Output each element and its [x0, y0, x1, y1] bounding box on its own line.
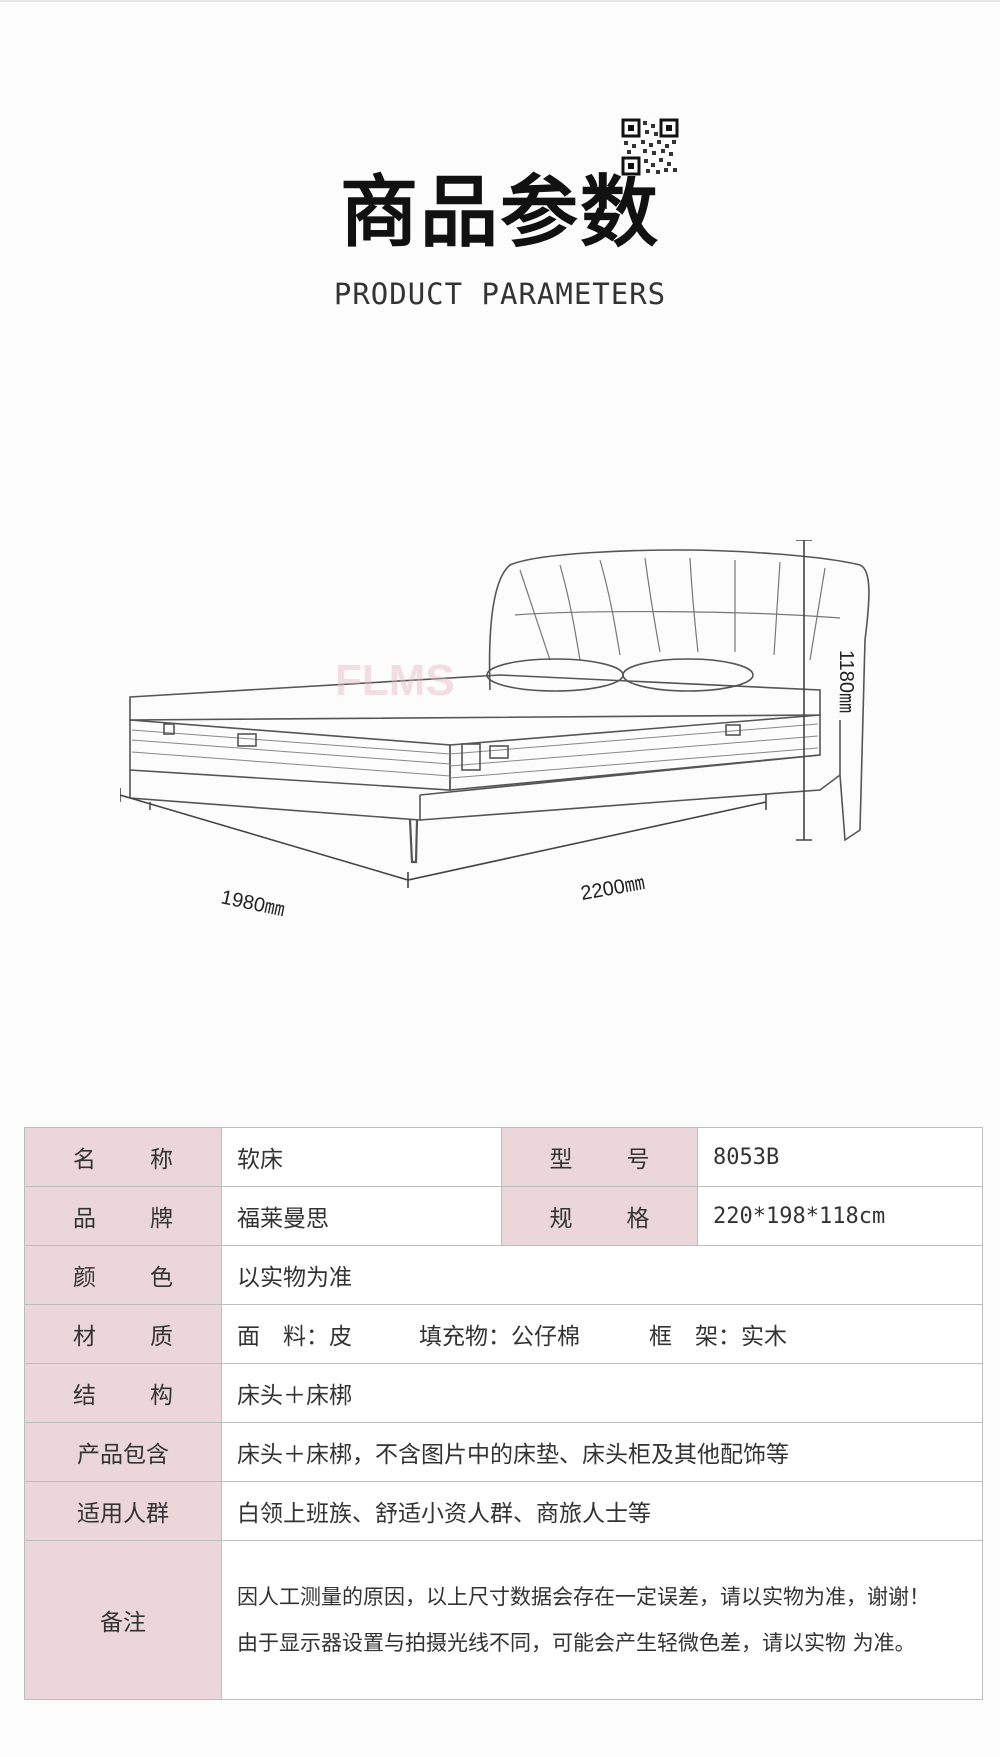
structure-value: 床头＋床梆 — [221, 1363, 983, 1423]
page-title: 商品参数 — [339, 168, 660, 258]
mattress-top — [129, 674, 821, 721]
product-parameters-table: 名称 软床 型号 8053B 品牌 福莱曼思 规格 220*198*118cm … — [24, 1127, 983, 1700]
notes-label: 备注 — [24, 1540, 222, 1700]
material-face: 面 料：皮 — [237, 1324, 352, 1350]
headboard — [488, 549, 870, 842]
bed-leg — [408, 819, 419, 864]
model-value: 8053B — [697, 1127, 983, 1187]
notes-line-2: 由于显示器设置与拍摄光线不同，可能会产生轻微色差，请以实物 为准。 — [237, 1631, 916, 1655]
watermark-text: FLMS — [335, 656, 455, 705]
table-row: 品牌 福莱曼思 规格 220*198*118cm — [24, 1186, 983, 1246]
includes-value: 床头＋床梆，不含图片中的床垫、床头柜及其他配饰等 — [221, 1422, 983, 1482]
color-label: 颜色 — [24, 1245, 222, 1305]
width-dimension-label: 1980㎜ — [219, 886, 287, 921]
name-label: 名称 — [24, 1127, 222, 1187]
material-fill: 填充物：公仔棉 — [419, 1324, 580, 1350]
table-row: 名称 软床 型号 8053B — [24, 1127, 983, 1187]
length-dimension-label: 2200㎜ — [579, 872, 646, 905]
height-dimension-label: 1180㎜ — [835, 650, 857, 713]
brand-value: 福莱曼思 — [221, 1186, 502, 1246]
material-value: 面 料：皮 填充物：公仔棉 框 架：实木 — [221, 1304, 983, 1364]
audience-label: 适用人群 — [24, 1481, 222, 1541]
page-subtitle: PRODUCT PARAMETERS — [333, 277, 667, 311]
pillow-right — [622, 658, 754, 692]
table-row: 结构 床头＋床梆 — [24, 1363, 983, 1423]
color-value: 以实物为准 — [221, 1245, 983, 1305]
includes-label: 产品包含 — [24, 1422, 222, 1482]
spec-label: 规格 — [501, 1186, 698, 1246]
table-row: 颜色 以实物为准 — [24, 1245, 983, 1305]
spec-value: 220*198*118cm — [697, 1186, 983, 1246]
structure-label: 结构 — [24, 1363, 222, 1423]
table-row: 备注 因人工测量的原因，以上尺寸数据会存在一定误差，请以实物为准，谢谢！ 由于显… — [24, 1540, 983, 1700]
name-value: 软床 — [221, 1127, 502, 1187]
qr-code-icon — [621, 118, 679, 176]
table-row: 适用人群 白领上班族、舒适小资人群、商旅人士等 — [24, 1481, 983, 1541]
bed-sketch-diagram: FLMS 1980㎜ 2200㎜ 1180㎜ — [120, 540, 870, 921]
notes-value: 因人工测量的原因，以上尺寸数据会存在一定误差，请以实物为准，谢谢！ 由于显示器设… — [221, 1540, 983, 1700]
table-row: 材质 面 料：皮 填充物：公仔棉 框 架：实木 — [24, 1304, 983, 1364]
top-divider — [0, 0, 1000, 2]
notes-line-1: 因人工测量的原因，以上尺寸数据会存在一定误差，请以实物为准，谢谢！ — [237, 1585, 930, 1609]
bed-frame — [129, 770, 421, 821]
audience-value: 白领上班族、舒适小资人群、商旅人士等 — [221, 1481, 983, 1541]
table-row: 产品包含 床头＋床梆，不含图片中的床垫、床头柜及其他配饰等 — [24, 1422, 983, 1482]
model-label: 型号 — [501, 1127, 698, 1187]
material-label: 材质 — [24, 1304, 222, 1364]
brand-label: 品牌 — [24, 1186, 222, 1246]
material-frame: 框 架：实木 — [649, 1324, 787, 1350]
